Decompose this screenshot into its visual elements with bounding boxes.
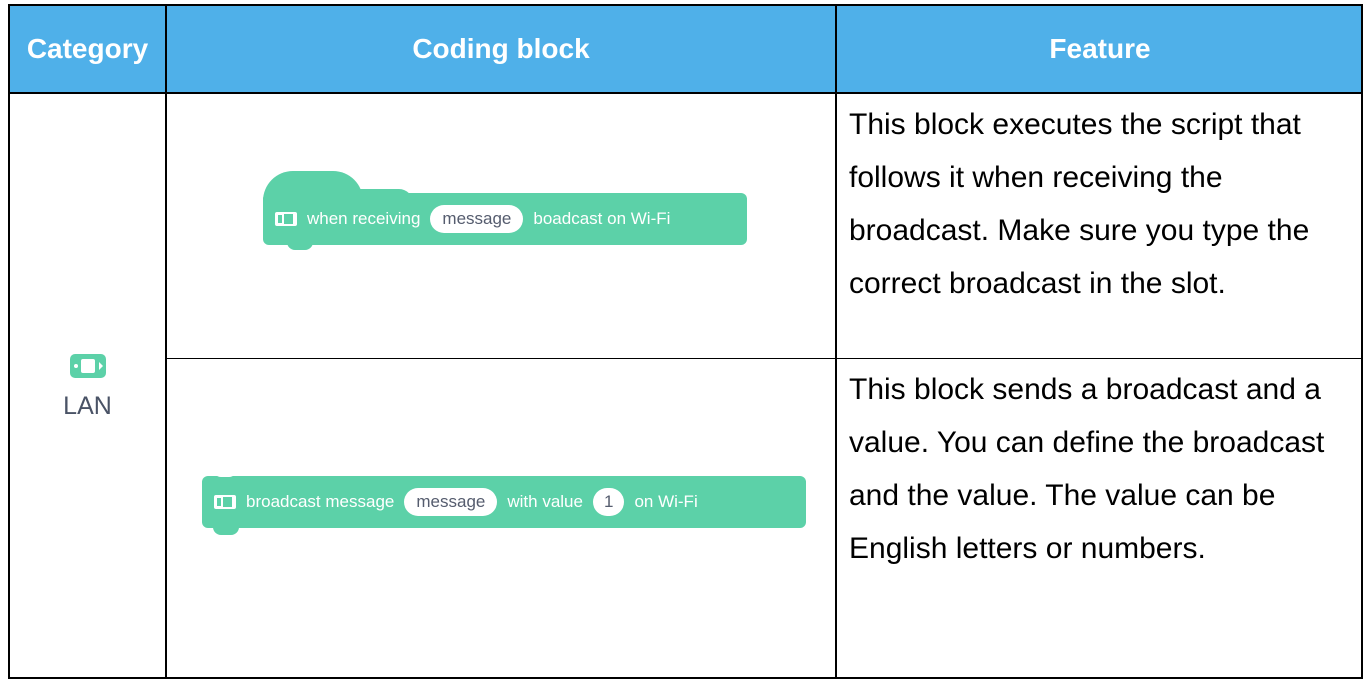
lan-device-icon xyxy=(69,354,106,378)
block-suffix: boadcast on Wi-Fi xyxy=(533,209,671,228)
category-label: LAN xyxy=(63,392,112,420)
block-middle: with value xyxy=(507,492,583,511)
message-slot[interactable]: message xyxy=(404,488,498,516)
block-prefix: broadcast message xyxy=(246,492,395,511)
coding-block-cell: when receiving message boadcast on Wi-Fi xyxy=(167,94,837,358)
coding-block-cell: broadcast message message with value 1 o… xyxy=(167,359,837,677)
block-suffix: on Wi-Fi xyxy=(634,492,698,511)
lan-blocks-table: Category Coding block Feature LAN when r… xyxy=(8,4,1363,679)
feature-text: This block executes the script that foll… xyxy=(849,108,1310,300)
wifi-device-icon xyxy=(275,212,297,226)
header-category: Category xyxy=(10,6,167,92)
table-header: Category Coding block Feature xyxy=(10,6,1361,94)
header-feature: Feature xyxy=(1049,33,1151,64)
table-row: when receiving message boadcast on Wi-Fi… xyxy=(167,94,1363,359)
wifi-device-icon xyxy=(214,495,236,509)
block-notch xyxy=(213,527,239,535)
value-slot[interactable]: 1 xyxy=(592,488,625,516)
header-coding-block: Coding block xyxy=(167,6,837,92)
when-receiving-block[interactable]: when receiving message boadcast on Wi-Fi xyxy=(263,193,747,245)
block-top-notch xyxy=(213,469,237,477)
table-row: broadcast message message with value 1 o… xyxy=(167,359,1363,677)
block-prefix: when receiving xyxy=(307,209,421,228)
feature-text: This block sends a broadcast and a value… xyxy=(849,373,1325,565)
broadcast-message-block[interactable]: broadcast message message with value 1 o… xyxy=(202,476,806,528)
category-cell: LAN xyxy=(10,94,167,677)
message-slot[interactable]: message xyxy=(430,205,524,233)
block-notch xyxy=(287,242,313,250)
